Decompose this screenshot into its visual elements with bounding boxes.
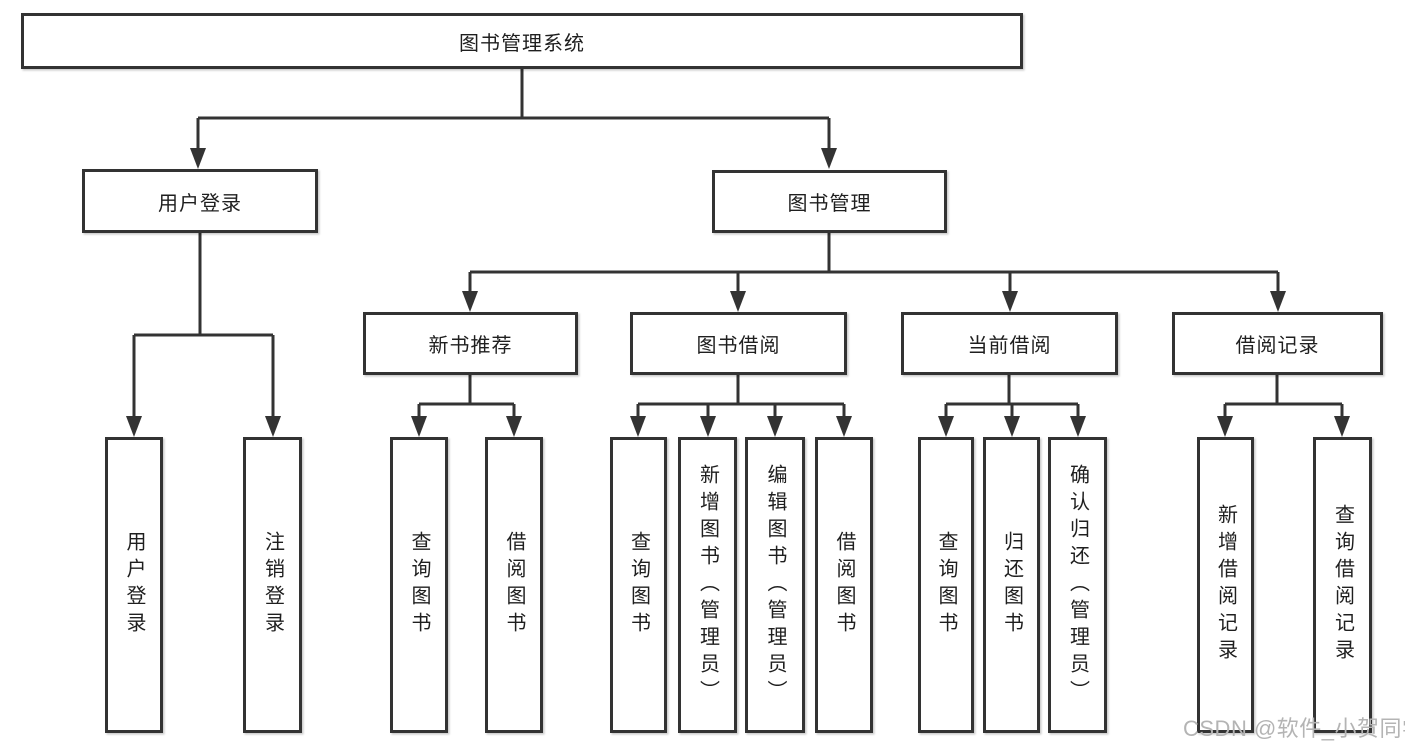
- leaf-current-confirm-return-admin-label: 确认归还（管理员）: [1066, 463, 1089, 707]
- arrow-down-icon: [1070, 416, 1086, 437]
- csdn-watermark: CSDN @软件_小贺同学: [1183, 716, 1405, 741]
- leaf-user-login-label: 用户登录: [123, 531, 145, 639]
- arrow-down-icon: [126, 416, 142, 437]
- leaf-records-add-record: 新增借阅记录: [1197, 437, 1254, 733]
- node-book-borrowing: 图书借阅: [630, 312, 847, 375]
- arrow-down-icon: [938, 416, 954, 437]
- leaf-current-confirm-return-admin: 确认归还（管理员）: [1048, 437, 1107, 733]
- leaf-borrow-borrow-books: 借阅图书: [815, 437, 873, 733]
- arrow-down-icon: [630, 416, 646, 437]
- arrow-down-icon: [767, 416, 783, 437]
- leaf-current-return-books-label: 归还图书: [1000, 531, 1023, 639]
- leaf-newbook-borrow-books: 借阅图书: [485, 437, 543, 733]
- arrow-down-icon: [730, 291, 746, 312]
- node-current-borrowing-label: 当前借阅: [967, 335, 1052, 357]
- arrow-down-icon: [462, 291, 478, 312]
- arrow-down-icon: [411, 416, 427, 437]
- node-user-login: 用户登录: [82, 169, 318, 233]
- node-book-borrowing-label: 图书借阅: [696, 335, 781, 357]
- arrow-down-icon: [1004, 416, 1020, 437]
- connector-borrow-to-leaves: [636, 375, 846, 418]
- node-library-system-root-label: 图书管理系统: [459, 32, 585, 55]
- arrow-down-icon: [1217, 416, 1233, 437]
- leaf-current-query-books: 查询图书: [918, 437, 974, 733]
- arrow-down-icon: [836, 416, 852, 437]
- node-new-book-recommend-label: 新书推荐: [428, 335, 513, 357]
- leaf-borrow-borrow-books-label: 借阅图书: [833, 531, 855, 639]
- leaf-borrow-query-books: 查询图书: [610, 437, 667, 733]
- connector-current-to-leaves: [944, 375, 1080, 418]
- leaf-records-query-record: 查询借阅记录: [1313, 437, 1372, 733]
- node-book-management-label: 图书管理: [787, 193, 872, 215]
- connector-mgmt-to-level3: [468, 233, 1280, 293]
- arrow-down-icon: [265, 416, 281, 437]
- connector-login-to-leaves: [132, 233, 275, 418]
- leaf-borrow-add-books-admin: 新增图书（管理员）: [678, 437, 737, 733]
- arrow-down-icon: [506, 416, 522, 437]
- leaf-borrow-add-books-admin-label: 新增图书（管理员）: [696, 463, 719, 707]
- arrow-down-icon: [1270, 291, 1286, 312]
- node-book-management: 图书管理: [712, 170, 947, 233]
- leaf-records-add-record-label: 新增借阅记录: [1214, 504, 1237, 666]
- leaf-newbook-query-books-label: 查询图书: [408, 531, 430, 639]
- node-borrowing-records-label: 借阅记录: [1235, 335, 1320, 357]
- leaf-borrow-query-books-label: 查询图书: [627, 531, 650, 639]
- node-current-borrowing: 当前借阅: [901, 312, 1118, 375]
- connector-newbook-to-leaves: [417, 375, 516, 418]
- node-new-book-recommend: 新书推荐: [363, 312, 578, 375]
- arrow-down-icon: [821, 148, 837, 169]
- leaf-borrow-edit-books-admin: 编辑图书（管理员）: [745, 437, 805, 733]
- leaf-records-query-record-label: 查询借阅记录: [1331, 504, 1354, 666]
- leaf-current-query-books-label: 查询图书: [935, 531, 957, 639]
- leaf-borrow-edit-books-admin-label: 编辑图书（管理员）: [764, 463, 786, 707]
- arrow-down-icon: [1002, 291, 1018, 312]
- arrow-down-icon: [1334, 416, 1350, 437]
- leaf-logout-label: 注销登录: [261, 531, 284, 639]
- leaf-logout: 注销登录: [243, 437, 302, 733]
- leaf-newbook-query-books: 查询图书: [390, 437, 448, 733]
- arrow-down-icon: [190, 148, 206, 169]
- connector-root-to-level2: [196, 69, 831, 150]
- connector-records-to-leaves: [1223, 375, 1344, 418]
- leaf-current-return-books: 归还图书: [983, 437, 1040, 733]
- leaf-user-login: 用户登录: [105, 437, 163, 733]
- node-borrowing-records: 借阅记录: [1172, 312, 1383, 375]
- node-library-system-root: 图书管理系统: [21, 13, 1023, 69]
- leaf-newbook-borrow-books-label: 借阅图书: [503, 531, 525, 639]
- arrow-down-icon: [700, 416, 716, 437]
- node-user-login-label: 用户登录: [158, 192, 242, 215]
